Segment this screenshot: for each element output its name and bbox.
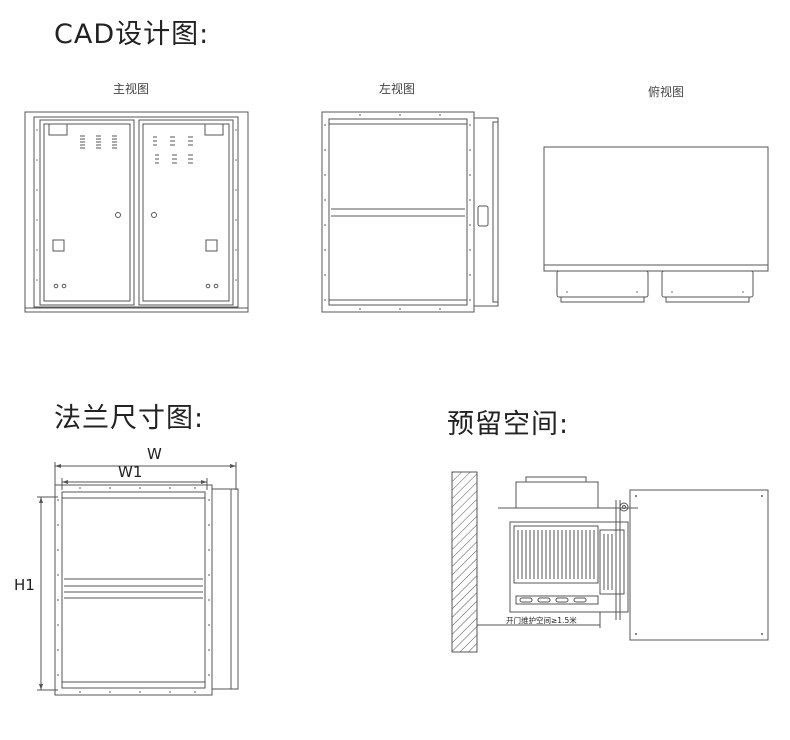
dim-h1: H1 [14, 576, 35, 594]
front-handle-right [151, 212, 157, 218]
front-view-label: 主视图 [113, 82, 150, 96]
dim-w1: W1 [118, 463, 142, 481]
coil-fins [517, 530, 595, 579]
front-view [24, 111, 249, 313]
clearance-note: 开门维护空间≥1.5米 [506, 615, 577, 625]
front-vents-right [153, 136, 193, 164]
top-view [543, 146, 769, 303]
left-view [321, 111, 499, 313]
front-handle-left [115, 212, 121, 218]
flange-view: W W1 H1 [14, 445, 239, 696]
cad-heading: CAD设计图: [54, 19, 210, 50]
flange-heading: 法兰尺寸图: [54, 403, 205, 434]
left-view-label: 左视图 [379, 82, 416, 96]
front-vents-left [80, 135, 117, 149]
top-view-label: 俯视图 [648, 85, 685, 99]
dim-w: W [147, 445, 162, 463]
clearance-view: 开门维护空间≥1.5米 [451, 471, 769, 653]
space-heading: 预留空间: [447, 409, 570, 440]
